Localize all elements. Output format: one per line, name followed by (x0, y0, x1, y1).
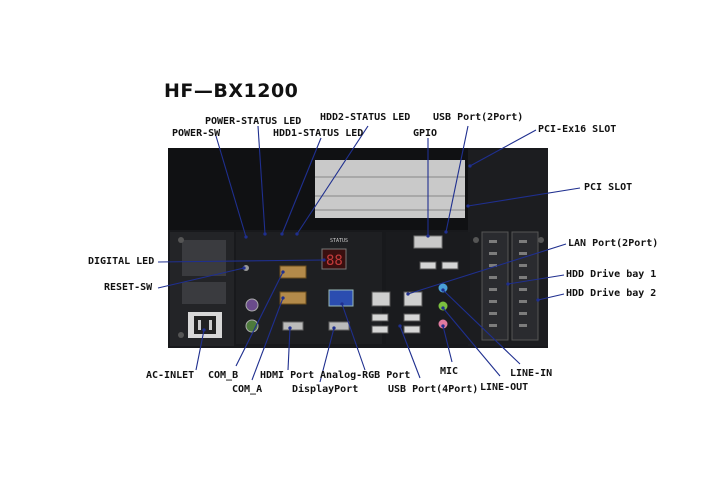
label-reset-sw: RESET-SW (104, 282, 153, 293)
lan-port-2 (403, 291, 423, 307)
product-title: HF—BX1200 (164, 80, 299, 102)
hdmi-port-shape (282, 321, 304, 331)
label-pcie-slot: PCI-Ex16 SLOT (538, 124, 617, 135)
com-a-port (279, 291, 307, 305)
analog-rgb-port-shape (328, 289, 354, 307)
label-power-sw: POWER-SW (172, 128, 221, 139)
label-hdd2-status-led: HDD2-STATUS LED (320, 112, 411, 123)
leader-displayport (319, 326, 336, 383)
leader-power-status-led (257, 125, 267, 236)
leader-hdd2-status-led (295, 125, 369, 236)
leader-digital-led (157, 258, 326, 263)
line-out-jack (438, 301, 448, 311)
usb-port-upper-1 (419, 261, 437, 270)
io-panel (236, 232, 382, 344)
hdd-drive-bay-1 (481, 231, 509, 341)
label-hdd-bay-2: HDD Drive bay 2 (566, 288, 657, 299)
label-lan-port: LAN Port(2Port) (568, 238, 659, 249)
leader-analog-rgb (340, 302, 366, 371)
label-hdd1-status-led: HDD1-STATUS LED (273, 128, 364, 139)
label-hdd-bay-1: HDD Drive bay 1 (566, 269, 657, 280)
psu-fan-grille (182, 240, 226, 304)
label-gpio: GPIO (413, 128, 438, 139)
displayport-shape (328, 321, 350, 331)
leader-ac-inlet (195, 328, 206, 371)
label-line-in: LINE-IN (510, 368, 553, 379)
label-usb-4port: USB Port(4Port) (388, 384, 479, 395)
leader-hdd-bay-1 (506, 274, 565, 286)
label-com-b: COM_B (208, 370, 239, 381)
leader-line-in (441, 288, 521, 365)
usb-port-lower-2 (371, 325, 389, 334)
leader-pci-slot (466, 187, 581, 208)
label-mic: MIC (440, 366, 459, 377)
label-usb-2port: USB Port(2Port) (433, 112, 524, 123)
hdd-drive-bay-2 (511, 231, 539, 341)
leader-power-sw (215, 135, 248, 239)
leader-line-out (441, 306, 501, 377)
leader-usb-2port (444, 125, 469, 234)
usb-port-upper-2 (441, 261, 459, 270)
label-hdmi-port: HDMI Port (260, 370, 315, 381)
label-power-status-led: POWER-STATUS LED (205, 116, 302, 127)
leader-hdd1-status-led (280, 137, 322, 236)
ps2-keyboard-port (245, 298, 259, 312)
leader-lines (157, 125, 581, 383)
line-in-jack (438, 283, 448, 293)
leader-usb-4port (398, 324, 421, 379)
status-text: STATUS (330, 238, 348, 244)
com-b-port (279, 265, 307, 279)
ac-inlet-socket (188, 312, 222, 338)
leader-reset-sw (157, 266, 246, 289)
digital-led-digits: 88 (326, 253, 343, 269)
pci-slot-covers (315, 160, 465, 218)
label-line-out: LINE-OUT (480, 382, 529, 393)
mic-jack (438, 319, 448, 329)
leader-lan-port (406, 243, 567, 296)
label-digital-led: DIGITAL LED (88, 256, 155, 267)
usb-port-lower-3 (403, 313, 421, 322)
mounting-screws (178, 237, 544, 338)
label-displayport: DisplayPort (292, 384, 359, 395)
leader-mic (441, 324, 453, 363)
usb-port-lower-1 (371, 313, 389, 322)
leader-com-a (251, 296, 285, 381)
gpio-connector (413, 235, 443, 249)
label-com-a: COM_A (232, 384, 263, 395)
usb-port-lower-4 (403, 325, 421, 334)
label-analog-rgb: Analog-RGB Port (320, 370, 411, 381)
digital-led-display: 88 (321, 248, 347, 270)
leader-hdmi (287, 326, 292, 371)
lan-port-1 (371, 291, 391, 307)
leader-pcie-slot (468, 129, 537, 168)
leader-hdd-bay-2 (536, 293, 565, 302)
leader-com-b (235, 270, 285, 367)
label-ac-inlet: AC-INLET (146, 370, 195, 381)
label-pci-slot: PCI SLOT (584, 182, 633, 193)
